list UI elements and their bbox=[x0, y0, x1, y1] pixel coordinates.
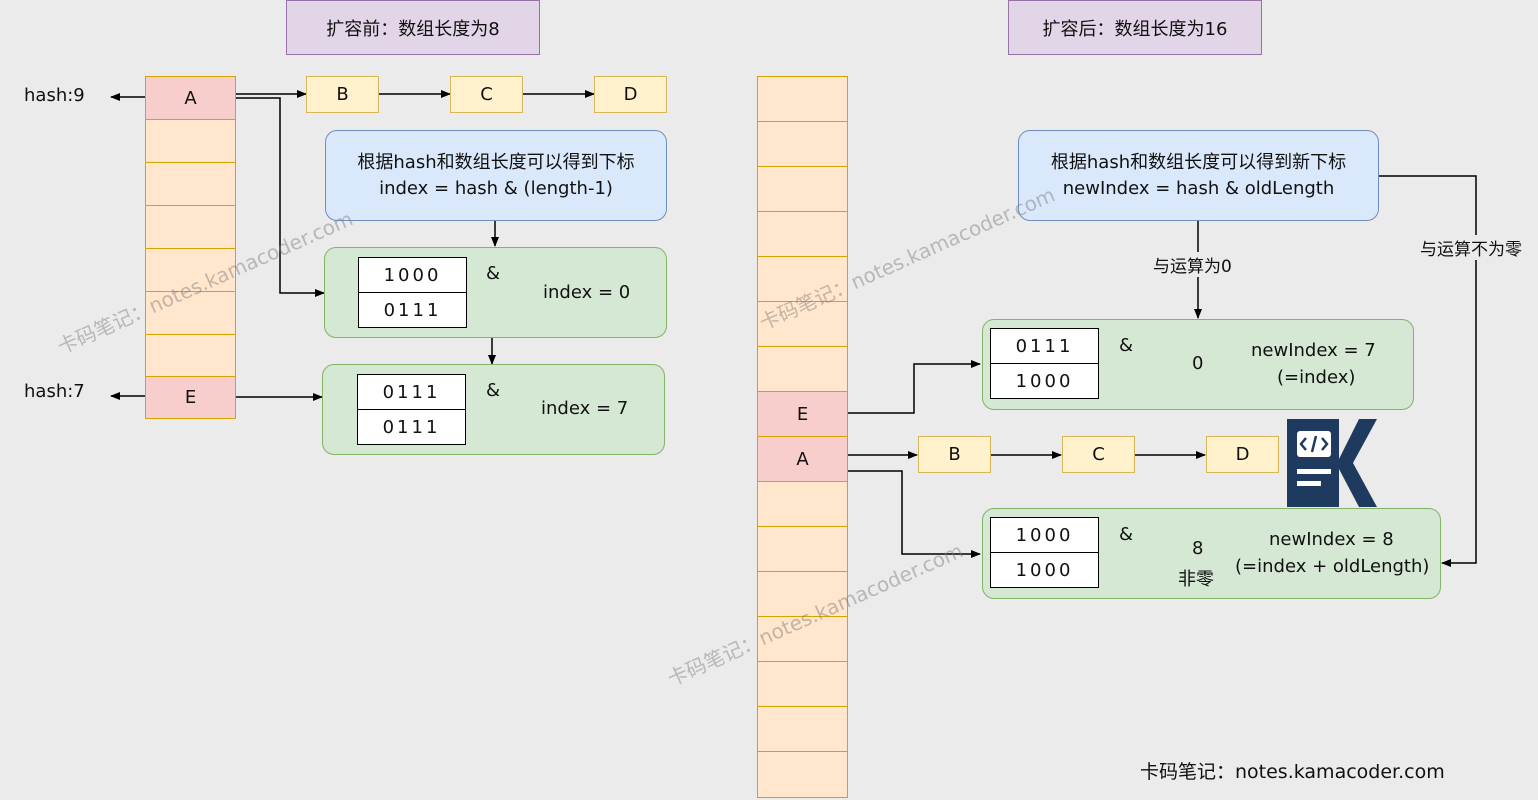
footer-credit: 卡码笔记：notes.kamacoder.com bbox=[1140, 761, 1445, 783]
right-cell bbox=[757, 301, 848, 347]
right-calc1-result-line2: (=index) bbox=[1277, 367, 1356, 388]
left-cell bbox=[145, 162, 236, 206]
left-formula-line1: 根据hash和数组长度可以得到下标 bbox=[357, 151, 635, 173]
left-node-c: C bbox=[450, 76, 523, 113]
right-calc2-value: 8 bbox=[1192, 538, 1204, 559]
right-title: 扩容后：数组长度为16 bbox=[1008, 0, 1262, 55]
left-calc1-op: & bbox=[486, 263, 501, 284]
left-calc1-top: 1000 bbox=[358, 257, 467, 293]
left-calc2-result: index = 7 bbox=[541, 398, 629, 419]
right-calc2-result-line2: (=index + oldLength) bbox=[1235, 556, 1430, 577]
label-and-nonzero: 与运算不为零 bbox=[1418, 235, 1524, 260]
right-cell-e: E bbox=[757, 391, 848, 437]
right-cell bbox=[757, 121, 848, 167]
left-cell bbox=[145, 119, 236, 163]
right-calc2-value-note: 非零 bbox=[1178, 569, 1214, 590]
left-formula-box: 根据hash和数组长度可以得到下标 index = hash & (length… bbox=[325, 130, 667, 221]
right-calc1-value: 0 bbox=[1192, 353, 1204, 374]
right-calc1-top: 0111 bbox=[990, 328, 1099, 364]
right-cell bbox=[757, 166, 848, 212]
label-and-zero: 与运算为0 bbox=[1151, 252, 1234, 277]
right-node-d: D bbox=[1206, 436, 1279, 473]
right-calc2-op: & bbox=[1119, 524, 1134, 545]
right-formula-box: 根据hash和数组长度可以得到新下标 newIndex = hash & old… bbox=[1018, 130, 1379, 221]
left-calc2-bottom: 0111 bbox=[357, 409, 466, 445]
right-cell bbox=[757, 346, 848, 392]
right-node-b: B bbox=[918, 436, 991, 473]
left-cell bbox=[145, 334, 236, 377]
left-cell bbox=[145, 291, 236, 335]
right-node-c: C bbox=[1062, 436, 1135, 473]
right-calc1-bottom: 1000 bbox=[990, 363, 1099, 399]
left-node-b: B bbox=[306, 76, 379, 113]
right-calc2-result-line1: newIndex = 8 bbox=[1269, 529, 1394, 550]
right-calc1-result-line1: newIndex = 7 bbox=[1251, 340, 1376, 361]
right-calc2-top: 1000 bbox=[990, 517, 1099, 553]
arrow-a-to-rcalc2 bbox=[848, 470, 981, 558]
right-cell bbox=[757, 616, 848, 662]
left-cell bbox=[145, 205, 236, 249]
right-formula-line1: 根据hash和数组长度可以得到新下标 bbox=[1050, 151, 1347, 173]
arrow-e-to-rcalc1 bbox=[848, 360, 981, 414]
left-cell-a: A bbox=[145, 76, 236, 120]
arrow-formula-nonzero bbox=[1379, 175, 1477, 567]
right-cell-a: A bbox=[757, 436, 848, 482]
right-cell bbox=[757, 256, 848, 302]
left-cell bbox=[145, 248, 236, 292]
right-cell bbox=[757, 571, 848, 617]
left-title: 扩容前：数组长度为8 bbox=[286, 0, 540, 55]
left-cell-e: E bbox=[145, 376, 236, 419]
left-calc2-top: 0111 bbox=[357, 374, 466, 410]
right-cell bbox=[757, 526, 848, 572]
left-calc1-result: index = 0 bbox=[543, 282, 631, 303]
right-cell bbox=[757, 751, 848, 798]
left-array: A E bbox=[145, 76, 236, 419]
kamacoder-logo-icon bbox=[1287, 419, 1377, 507]
right-array: E A bbox=[757, 76, 848, 798]
right-calc1-op: & bbox=[1119, 335, 1134, 356]
right-calc2-bottom: 1000 bbox=[990, 552, 1099, 588]
left-calc2-op: & bbox=[486, 380, 501, 401]
right-cell bbox=[757, 661, 848, 707]
hash9-label: hash:9 bbox=[24, 85, 85, 106]
hash7-label: hash:7 bbox=[24, 381, 85, 402]
right-formula-line2: newIndex = hash & oldLength bbox=[1062, 177, 1335, 199]
left-node-d: D bbox=[594, 76, 667, 113]
right-cell bbox=[757, 211, 848, 257]
right-cell bbox=[757, 76, 848, 122]
arrow-a-to-calc1 bbox=[236, 97, 325, 297]
right-cell bbox=[757, 481, 848, 527]
left-calc1-bottom: 0111 bbox=[358, 292, 467, 328]
right-cell bbox=[757, 706, 848, 752]
left-formula-line2: index = hash & (length-1) bbox=[379, 177, 613, 199]
